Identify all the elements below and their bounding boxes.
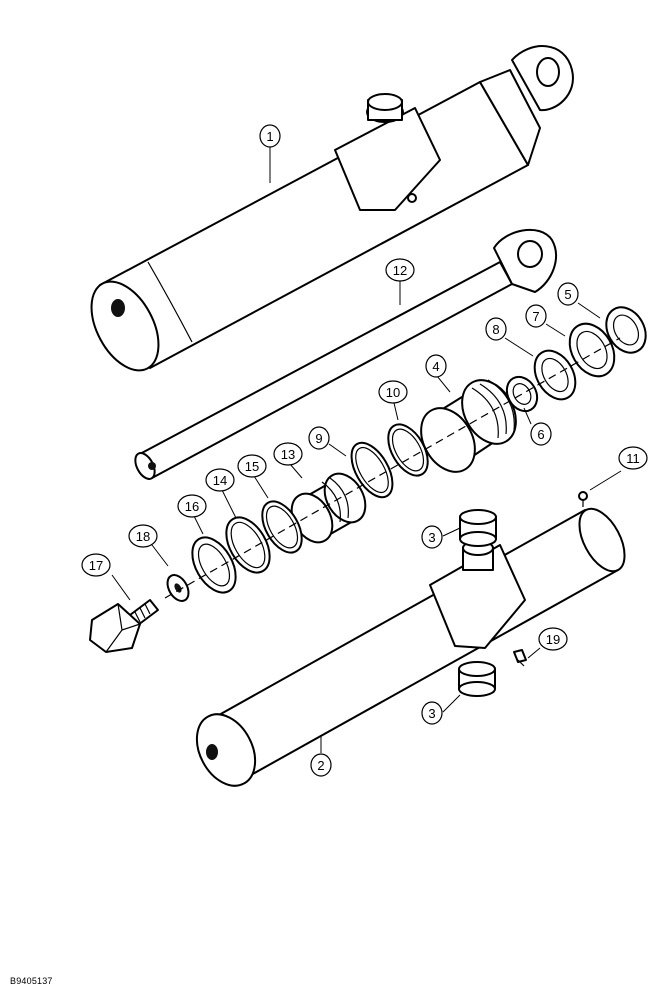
callout-16: 16 xyxy=(177,494,207,518)
callout-1: 1 xyxy=(259,124,281,148)
wiper-5 xyxy=(605,306,647,354)
callout-11: 11 xyxy=(618,446,648,470)
callout-label: 17 xyxy=(89,558,103,573)
callout-label: 11 xyxy=(626,451,640,466)
callout-9: 9 xyxy=(308,426,330,450)
callout-label: 3 xyxy=(428,706,435,721)
callout-17: 17 xyxy=(81,553,111,577)
gland xyxy=(420,379,517,473)
bushing-3-upper xyxy=(459,509,497,547)
callout-label: 5 xyxy=(564,287,571,302)
callout-6: 6 xyxy=(530,422,552,446)
callout-7: 7 xyxy=(525,304,547,328)
callout-2: 2 xyxy=(310,753,332,777)
callout-label: 2 xyxy=(317,758,324,773)
callout-label: 10 xyxy=(386,385,400,400)
o-ring-9 xyxy=(350,441,394,499)
piston-rod xyxy=(134,229,557,480)
callout-15: 15 xyxy=(237,454,267,478)
callout-5: 5 xyxy=(557,282,579,306)
callout-label: 15 xyxy=(245,459,259,474)
callout-label: 6 xyxy=(537,427,544,442)
ring-14 xyxy=(225,516,271,574)
assembled-cylinder xyxy=(90,45,574,372)
callout-10: 10 xyxy=(378,380,408,404)
callout-label: 1 xyxy=(266,129,273,144)
piston xyxy=(290,472,367,544)
o-ring-10 xyxy=(387,423,429,477)
figure-reference-code: B9405137 xyxy=(10,976,53,986)
callout-label: 19 xyxy=(546,632,560,647)
callout-label: 3 xyxy=(428,530,435,545)
callout-label: 14 xyxy=(213,473,227,488)
callout-label: 12 xyxy=(393,263,407,278)
callout-label: 9 xyxy=(315,431,322,446)
callout-label: 16 xyxy=(185,499,199,514)
bushing-3-lower xyxy=(458,661,496,697)
callout-8: 8 xyxy=(485,317,507,341)
ring-15 xyxy=(261,500,303,554)
callout-4: 4 xyxy=(425,354,447,378)
bolt-17 xyxy=(89,599,159,653)
callout-label: 18 xyxy=(136,529,150,544)
callout-label: 8 xyxy=(492,322,499,337)
callout-label: 7 xyxy=(532,309,539,324)
callout-label: 13 xyxy=(281,447,295,462)
callout-14: 14 xyxy=(205,468,235,492)
ring-16 xyxy=(191,536,237,594)
callout-3-upper: 3 xyxy=(421,525,443,549)
cylinder-tube xyxy=(195,507,626,787)
grease-fitting-11 xyxy=(578,491,588,507)
callout-18: 18 xyxy=(128,524,158,548)
seal-7 xyxy=(568,322,616,378)
leader-lines xyxy=(111,147,622,753)
callout-12: 12 xyxy=(385,258,415,282)
callout-3-lower: 3 xyxy=(421,701,443,725)
callout-19: 19 xyxy=(538,627,568,651)
callout-13: 13 xyxy=(273,442,303,466)
washer-18 xyxy=(166,574,190,602)
callout-label: 4 xyxy=(432,359,439,374)
grease-fitting-19 xyxy=(513,649,527,667)
